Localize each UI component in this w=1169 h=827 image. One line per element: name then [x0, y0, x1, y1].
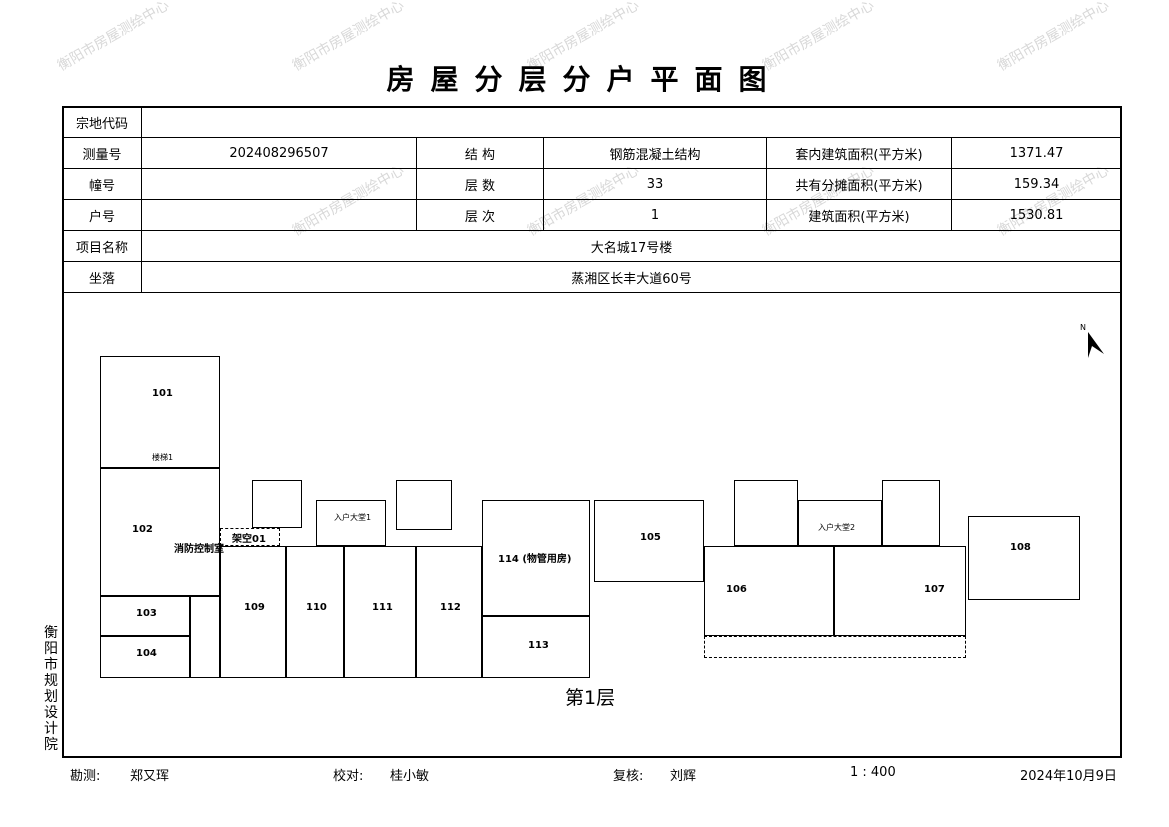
- project-label: 项目名称: [62, 230, 142, 262]
- reviewer-label: 复核:: [613, 769, 644, 784]
- parcel-code-value: [141, 106, 1122, 138]
- level-label: 层 次: [416, 199, 544, 231]
- side-org: 衡阳市规划设计院: [44, 625, 58, 753]
- shared-area-label: 共有分摊面积(平方米): [766, 168, 952, 200]
- build-area-value: 1530.81: [951, 199, 1122, 231]
- location-label: 坐落: [62, 261, 142, 293]
- room-107: [834, 546, 966, 636]
- unit-label: 户号: [62, 199, 142, 231]
- room-107-label: 107: [924, 584, 945, 595]
- room-109-label: 109: [244, 602, 265, 613]
- room-108: [968, 516, 1080, 600]
- hall-1-block: [316, 500, 386, 546]
- room-113-label: 113: [528, 640, 549, 651]
- hall-2-block: [798, 500, 882, 546]
- shared-area-value: 159.34: [951, 168, 1122, 200]
- room-112: [416, 546, 482, 678]
- room-110: [286, 546, 344, 678]
- room-102-label: 102: [132, 524, 153, 535]
- room-111-label: 111: [372, 602, 393, 613]
- room-114: [482, 500, 590, 616]
- project-value: 大名城17号楼: [141, 230, 1122, 262]
- page-title: 房屋分层分户平面图: [386, 63, 783, 96]
- surveyor-name: 郑又珲: [130, 769, 170, 784]
- checker-label: 校对:: [333, 769, 364, 784]
- unit-value: [141, 199, 417, 231]
- floor-plan: N 101 楼梯1 102 消防控制室 103 104 架空01 109 110…: [62, 296, 1122, 758]
- wing-right-2: [882, 480, 940, 546]
- room-112-label: 112: [440, 602, 461, 613]
- balcony-strip: [704, 636, 966, 658]
- north-arrow-icon: N: [1080, 323, 1104, 358]
- room-105: [594, 500, 704, 582]
- hollow-label: 架空01: [232, 534, 266, 545]
- room-110-label: 110: [306, 602, 327, 613]
- floors-label: 层 数: [416, 168, 544, 200]
- location-value: 蒸湘区长丰大道60号: [141, 261, 1122, 293]
- room-103: [100, 596, 190, 636]
- room-109: [220, 546, 286, 678]
- room-101-label: 101: [152, 388, 173, 399]
- level-value: 1: [543, 199, 767, 231]
- room-108-label: 108: [1010, 542, 1031, 553]
- hollow-01: [220, 528, 280, 546]
- room-102: [100, 468, 220, 596]
- hall-2-label: 入户大堂2: [818, 523, 856, 532]
- floor-label: 第1层: [565, 687, 616, 709]
- reviewer-name: 刘辉: [670, 769, 697, 784]
- room-106: [704, 546, 834, 636]
- hall-1-label: 入户大堂1: [334, 513, 372, 522]
- svg-text:N: N: [1080, 323, 1086, 332]
- building-value: [141, 168, 417, 200]
- room-111: [344, 546, 416, 678]
- build-area-label: 建筑面积(平方米): [766, 199, 952, 231]
- room-104: [100, 636, 190, 678]
- stair-label: 楼梯1: [152, 453, 174, 462]
- inner-area-label: 套内建筑面积(平方米): [766, 137, 952, 169]
- survey-no-label: 测量号: [62, 137, 142, 169]
- room-105-label: 105: [640, 532, 661, 543]
- building-label: 幢号: [62, 168, 142, 200]
- structure-label: 结 构: [416, 137, 544, 169]
- room-104-label: 104: [136, 648, 157, 659]
- room-101: [100, 356, 220, 468]
- wing-left: [252, 480, 302, 528]
- floors-value: 33: [543, 168, 767, 200]
- wing-right: [396, 480, 452, 530]
- room-103-label: 103: [136, 608, 157, 619]
- surveyor-label: 勘测:: [70, 769, 101, 784]
- structure-value: 钢筋混凝土结构: [543, 137, 767, 169]
- scale: 1 : 400: [850, 765, 896, 780]
- wing-left-2: [734, 480, 798, 546]
- stair-block: [190, 596, 220, 678]
- parcel-code-label: 宗地代码: [62, 106, 142, 138]
- checker-name: 桂小敏: [390, 769, 430, 784]
- room-113: [482, 616, 590, 678]
- survey-no-value: 202408296507: [141, 137, 417, 169]
- info-table: 宗地代码 测量号 202408296507 结 构 钢筋混凝土结构 套内建筑面积…: [62, 106, 1122, 293]
- room-114-label: 114 (物管用房): [498, 554, 572, 565]
- date: 2024年10月9日: [1020, 769, 1117, 784]
- inner-area-value: 1371.47: [951, 137, 1122, 169]
- room-106-label: 106: [726, 584, 747, 595]
- fire-control-label: 消防控制室: [174, 544, 224, 555]
